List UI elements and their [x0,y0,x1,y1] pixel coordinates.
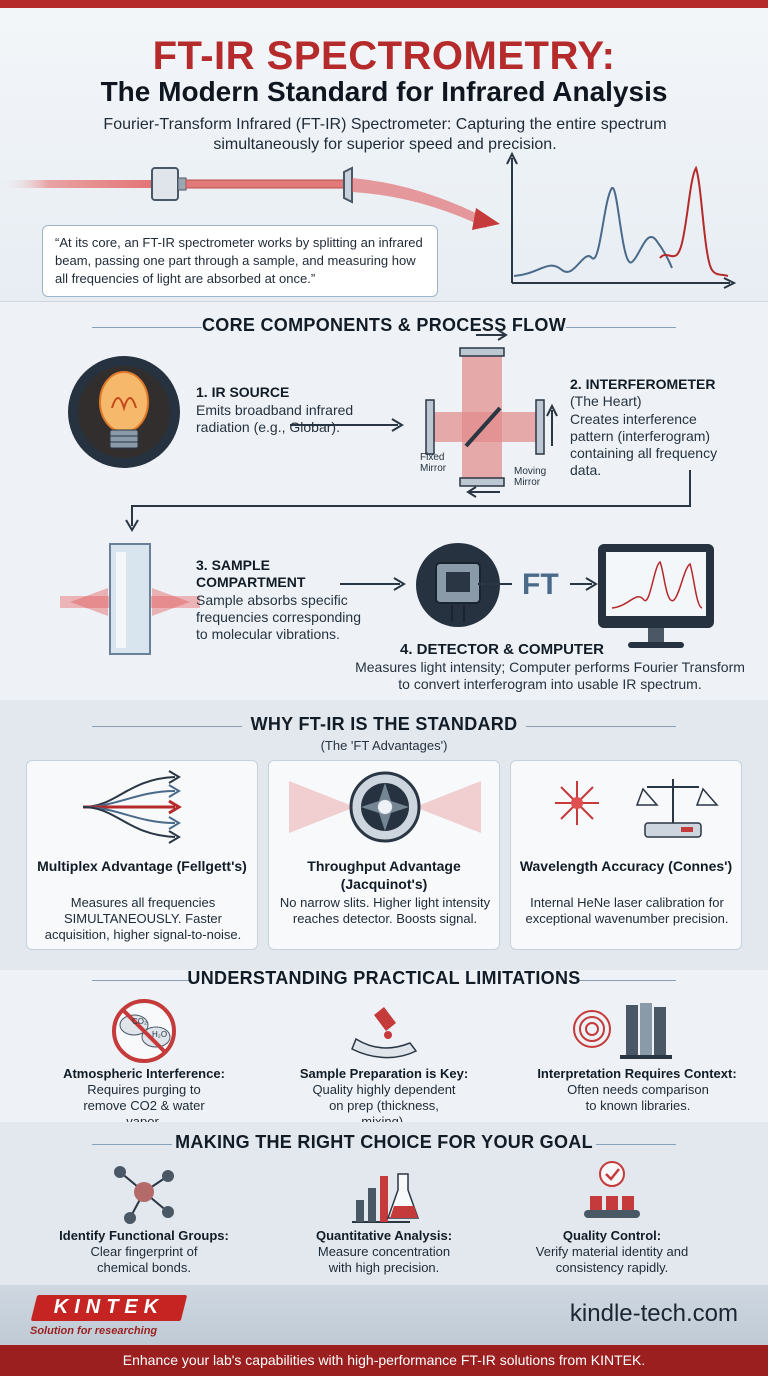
limitation-interpretation-desc: Often needs comparison to known librarie… [567,1082,709,1113]
limitation-interpretation-title: Interpretation Requires Context: [537,1066,737,1081]
components-heading: CORE COMPONENTS & PROCESS FLOW [0,315,768,341]
no-atmosphere-icon [112,999,176,1063]
interferometer-desc: Creates interference pattern (interferog… [570,411,718,478]
aperture-icon [289,771,481,843]
sample-cuvette-icon [60,543,200,655]
source-housing-icon [151,167,179,201]
beam-tube [185,179,347,189]
limitation-atmospheric-title: Atmospheric Interference: [63,1066,225,1081]
page-subtitle: The Modern Standard for Infrared Analysi… [100,76,668,107]
sample-title: 3. SAMPLE COMPARTMENT [196,557,306,590]
choice-quantitative-title: Quantitative Analysis: [315,1228,453,1243]
quote-box: “At its core, an FT-IR spectrometer work… [42,225,438,297]
choice-quality-title: Quality Control: [562,1228,662,1243]
detector-desc: Measures light intensity; Computer perfo… [355,659,745,692]
choice-quantitative-desc: Measure concentration with high precisio… [317,1244,451,1275]
multiplex-title: Multiplex Advantage (Fellgett's) [37,858,247,874]
multiplex-arrows-icon [82,770,182,844]
multiplex-desc: Measures all frequencies SIMULTANEOUSLY.… [44,895,242,942]
ft-label: FT [522,568,559,601]
sample-desc: Sample absorbs specific frequencies corr… [196,592,361,642]
interferometer-note: (The Heart) [570,393,642,409]
beam-expander [343,166,353,204]
top-accent-bar [0,0,768,8]
limitation-sample-desc: Quality highly dependent on prep (thickn… [312,1082,456,1129]
interferometer-icon [425,330,558,498]
accuracy-desc: Internal HeNe laser calibration for exce… [525,895,729,926]
limitation-sample-title: Sample Preparation is Key: [299,1066,469,1081]
hand-sample-icon [351,1007,418,1059]
throughput-title: Throughput Advantage (Jacquinot's) [307,858,461,892]
choice-quality-desc: Verify material identity and consistency… [535,1244,689,1275]
limitations-heading: UNDERSTANDING PRACTICAL LIMITATIONS [0,968,768,994]
choice-functional-title: Identify Functional Groups: [59,1228,229,1243]
choices-icons [114,1161,640,1224]
accuracy-title: Wavelength Accuracy (Connes') [519,858,733,874]
co2-label: CO₂ [132,1017,148,1026]
fixed-mirror-label: Fixed Mirror [420,452,447,474]
beam-illustration [0,151,737,289]
ir-beam [0,180,160,188]
hero-section: FT-IR SPECTROMETRY: The Modern Standard … [0,8,768,302]
detector-icon [416,543,512,627]
laser-balance-icon [555,779,719,838]
throughput-desc: No narrow slits. Higher light intensity … [279,895,491,926]
logo-tagline: Solution for researching [30,1325,158,1337]
detector-title: 4. DETECTOR & COMPUTER [400,641,604,658]
lead-text: Fourier-Transform Infrared (FT-IR) Spect… [103,116,667,153]
advantage-card-accuracy: Wavelength Accuracy (Connes') Internal H… [510,760,742,950]
advantage-card-multiplex: Multiplex Advantage (Fellgett's) Measure… [26,760,258,950]
page-title: FT-IR SPECTROMETRY: [152,34,616,78]
choices-heading: MAKING THE RIGHT CHOICE FOR YOUR GOAL [0,1132,768,1158]
advantages-subheading: (The 'FT Advantages') [320,738,448,753]
spectrum-plot-icon [506,151,737,289]
kintek-logo-text: KINTEK [53,1296,165,1318]
advantages-heading: WHY FT-IR IS THE STANDARD [0,714,768,740]
bar-flask-icon [352,1173,420,1223]
computer-monitor-icon [598,544,714,648]
limitations-icons [112,999,672,1063]
cta-banner: Enhance your lab's capabilities with hig… [0,1345,768,1376]
interferometer-title: 2. INTERFEROMETER [570,376,716,392]
ir-source-title: 1. IR SOURCE [196,384,290,400]
h2o-label: H₂O [152,1030,168,1039]
choice-functional-desc: Clear fingerprint of chemical bonds. [90,1244,198,1275]
advantage-card-throughput: Throughput Advantage (Jacquinot's) No na… [268,760,500,950]
website-link[interactable]: kindle-tech.com [569,1300,738,1327]
molecule-icon [114,1166,174,1224]
fingerprint-books-icon [573,1003,672,1059]
ir-source-desc: Emits broadband infrared radiation (e.g.… [196,402,354,435]
components-illustration [60,330,714,655]
moving-mirror-label: Moving Mirror [514,466,547,488]
quality-check-icon [584,1161,640,1218]
ir-source-bulb-icon [68,356,180,468]
limitation-atmospheric-desc: Requires purging to remove CO2 & water v… [83,1082,205,1129]
